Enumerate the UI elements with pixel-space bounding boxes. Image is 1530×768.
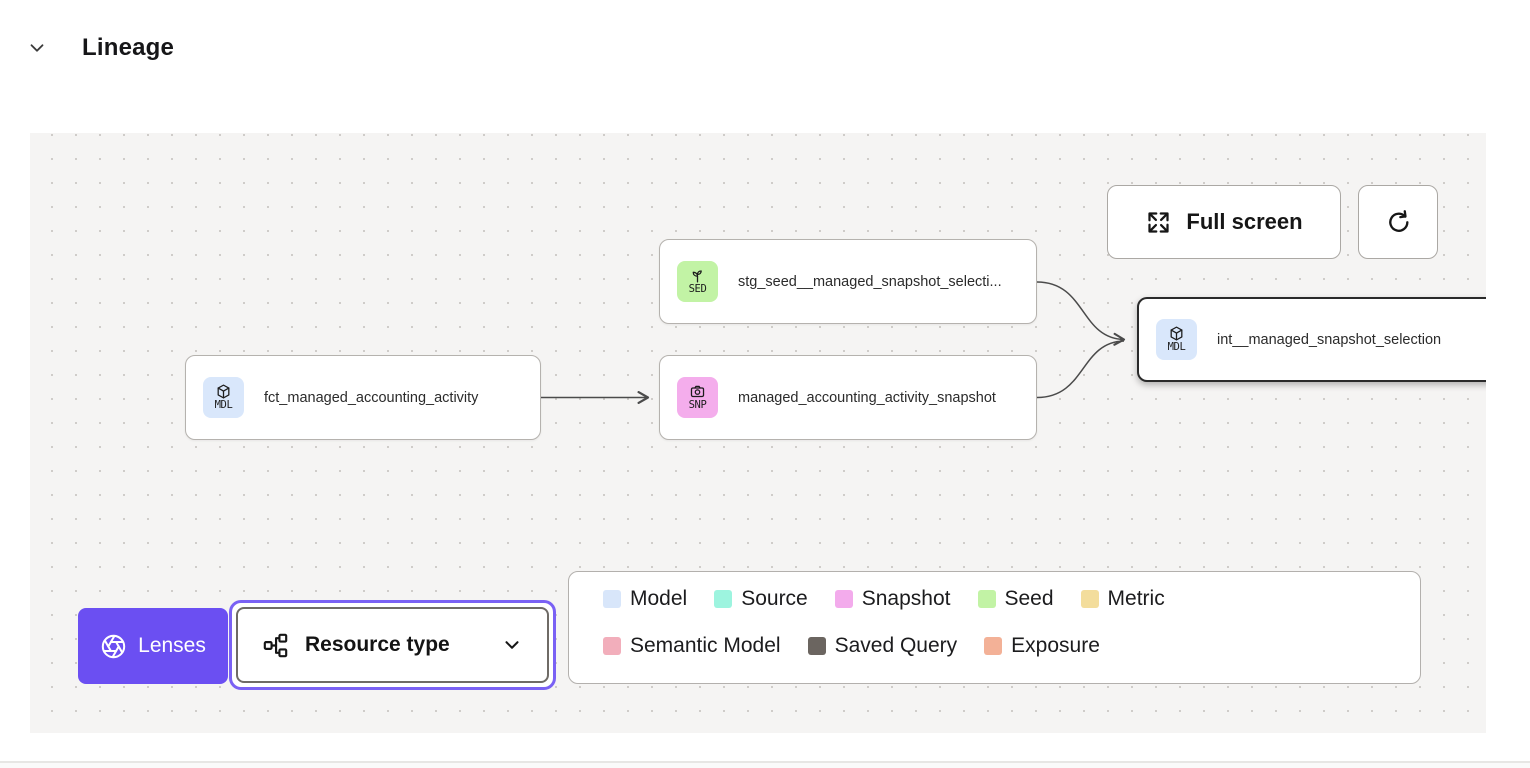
badge-code: MDL	[214, 399, 233, 412]
camera-icon	[690, 385, 705, 398]
legend-label: Saved Query	[834, 634, 958, 657]
legend-item-snapshot: Snapshot	[834, 587, 951, 611]
model-badge: MDL	[1156, 319, 1197, 360]
badge-code: MDL	[1167, 341, 1186, 354]
legend-label: Snapshot	[861, 587, 951, 610]
model-badge: MDL	[203, 377, 244, 418]
lineage-node-int-model-selected[interactable]: MDL int__managed_snapshot_selection	[1137, 297, 1486, 382]
badge-code: SED	[688, 283, 707, 296]
edge-snapshot-to-int	[1036, 340, 1125, 399]
resource-type-label: Resource type	[305, 633, 450, 656]
resource-type-legend: Model Source Snapshot Seed Metric S	[568, 571, 1421, 684]
legend-label: Exposure	[1011, 634, 1100, 657]
aperture-icon	[101, 634, 126, 658]
resource-graph-icon	[263, 633, 288, 657]
lineage-node-fct-model[interactable]: MDL fct_managed_accounting_activity	[185, 355, 541, 440]
lenses-button-label: Lenses	[138, 634, 206, 657]
edge-seed-to-int	[1036, 281, 1126, 346]
cube-icon	[1170, 326, 1183, 341]
legend-item-seed: Seed	[977, 587, 1054, 611]
lenses-button[interactable]: Lenses	[78, 608, 228, 684]
lineage-node-seed[interactable]: SED stg_seed__managed_snapshot_selecti..…	[659, 239, 1037, 324]
resource-type-focus-ring: Resource type	[229, 600, 556, 690]
node-label: managed_accounting_activity_snapshot	[738, 389, 996, 406]
node-label: stg_seed__managed_snapshot_selecti...	[738, 273, 1002, 290]
bottom-strip	[0, 763, 1530, 768]
semantic-model-swatch	[603, 637, 621, 655]
badge-code: SNP	[688, 399, 707, 412]
node-label: fct_managed_accounting_activity	[264, 389, 479, 406]
lineage-section-header: Lineage	[26, 34, 174, 62]
legend-label: Model	[630, 587, 688, 610]
node-label: int__managed_snapshot_selection	[1217, 331, 1442, 348]
model-swatch	[603, 590, 621, 608]
legend-label: Semantic Model	[630, 634, 781, 657]
source-swatch	[714, 590, 733, 608]
page-title: Lineage	[82, 34, 175, 61]
collapse-chevron-icon[interactable]	[26, 37, 48, 59]
legend-label: Seed	[1004, 587, 1054, 610]
fullscreen-button-label: Full screen	[1186, 209, 1303, 234]
legend-item-exposure: Exposure	[984, 634, 1100, 658]
fullscreen-button[interactable]: Full screen	[1107, 185, 1341, 259]
legend-item-metric: Metric	[1080, 587, 1165, 611]
legend-row-2: Semantic Model Saved Query Exposure	[603, 634, 1420, 658]
metric-swatch	[1080, 590, 1099, 608]
lineage-node-snapshot[interactable]: SNP managed_accounting_activity_snapshot	[659, 355, 1037, 440]
legend-item-model: Model	[603, 587, 687, 611]
expand-icon	[1148, 211, 1170, 233]
refresh-icon	[1389, 210, 1409, 232]
cube-icon	[217, 384, 230, 399]
snapshot-swatch	[834, 590, 853, 608]
legend-label: Source	[741, 587, 808, 610]
saved-query-swatch	[807, 637, 826, 655]
resource-type-dropdown[interactable]: Resource type	[236, 607, 549, 683]
lineage-canvas[interactable]: SED stg_seed__managed_snapshot_selecti..…	[30, 133, 1486, 733]
seed-swatch	[977, 590, 996, 608]
exposure-swatch	[984, 637, 1003, 655]
legend-item-semantic-model: Semantic Model	[603, 634, 781, 658]
bottom-divider	[0, 761, 1530, 763]
legend-row-1: Model Source Snapshot Seed Metric	[603, 587, 1420, 611]
legend-item-source: Source	[714, 587, 808, 611]
seed-badge: SED	[677, 261, 718, 302]
snapshot-badge: SNP	[677, 377, 718, 418]
legend-label: Metric	[1107, 587, 1165, 610]
sprout-icon	[692, 270, 702, 283]
legend-item-saved-query: Saved Query	[807, 634, 958, 658]
refresh-button[interactable]	[1358, 185, 1438, 259]
chevron-down-icon	[505, 641, 519, 649]
